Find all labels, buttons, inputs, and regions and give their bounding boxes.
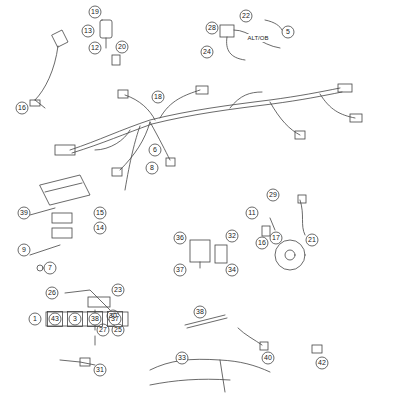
callout-ring [194,306,206,318]
callout-ring [226,264,238,276]
callout-number: 23 [114,286,122,294]
callout-ring [44,262,56,274]
callout-box [68,312,83,327]
variant-note: ALT/OB [247,34,270,42]
callout-ring [256,237,268,249]
callout-number: 22 [242,12,250,20]
callout-number: 21 [308,236,316,244]
callout-number: 28 [208,24,216,32]
callout-ring [246,207,258,219]
callout-number: 8 [150,164,154,172]
callout-number: 13 [84,27,92,35]
callout-number: 1 [33,315,37,323]
callout-number: 37 [111,315,119,323]
callout-number: 15 [96,209,104,217]
callout-number: 18 [154,93,162,101]
callout-number: 7 [48,264,52,272]
callout-ring [16,102,28,114]
callout-ring [262,352,274,364]
callout-number: 38 [196,308,204,316]
callout-box [108,312,123,327]
callout-ring [94,364,106,376]
callout-ring [29,313,41,325]
callout-number: 6 [153,146,157,154]
callout-number: 43 [51,315,59,323]
callout-number: 16 [18,104,26,112]
callout-ring [82,25,94,37]
callout-number: 40 [264,354,272,362]
callout-ring [89,42,101,54]
callout-ring [18,207,30,219]
callout-number: 3 [73,315,77,323]
callout-ring [18,244,30,256]
callout-number: 39 [20,209,28,217]
callout-ring [49,313,61,325]
callout-ring [94,222,106,234]
callout-ring [174,232,186,244]
callout-ring [174,264,186,276]
callout-number: 34 [228,266,236,274]
callout-number: 19 [91,8,99,16]
callout-number: 26 [48,289,56,297]
callout-number: 9 [22,246,26,254]
callout-box [48,312,63,327]
callout-number: 5 [286,28,290,36]
callout-ring [69,313,81,325]
callout-ring [89,6,101,18]
callout-number: 37 [176,266,184,274]
callout-number: 31 [96,366,104,374]
callout-ring [109,313,121,325]
callout-ring [270,232,282,244]
callout-number: 24 [203,48,211,56]
callout-ring [206,22,218,34]
callout-ring [282,26,294,38]
callout-ring [316,357,328,369]
callout-ring [240,10,252,22]
callout-number: 12 [91,44,99,52]
callout-number: 14 [96,224,104,232]
callout-ring [46,287,58,299]
callout-number: 38 [91,315,99,323]
callout-ring [149,144,161,156]
callout-number: 36 [176,234,184,242]
callout-number: 25 [114,326,122,334]
callout-ring [226,230,238,242]
callout-ring [94,207,106,219]
callout-ring [306,234,318,246]
callout-box [88,312,103,327]
callout-ring [201,46,213,58]
callout-number: 11 [248,209,255,217]
callout-ring [89,313,101,325]
callout-ring [267,189,279,201]
callout-number: 16 [258,239,266,247]
callout-number: 33 [178,354,186,362]
callout-ring [146,162,158,174]
callout-number: 27 [99,326,107,334]
callout-ring [112,284,124,296]
callout-ring [116,41,128,53]
callout-number: 32 [228,232,236,240]
callout-number: 20 [118,43,126,51]
callout-number: 42 [318,359,326,367]
callout-ring [176,352,188,364]
callout-number: 29 [269,191,277,199]
callout-ring [152,91,164,103]
callout-number: 17 [272,234,280,242]
